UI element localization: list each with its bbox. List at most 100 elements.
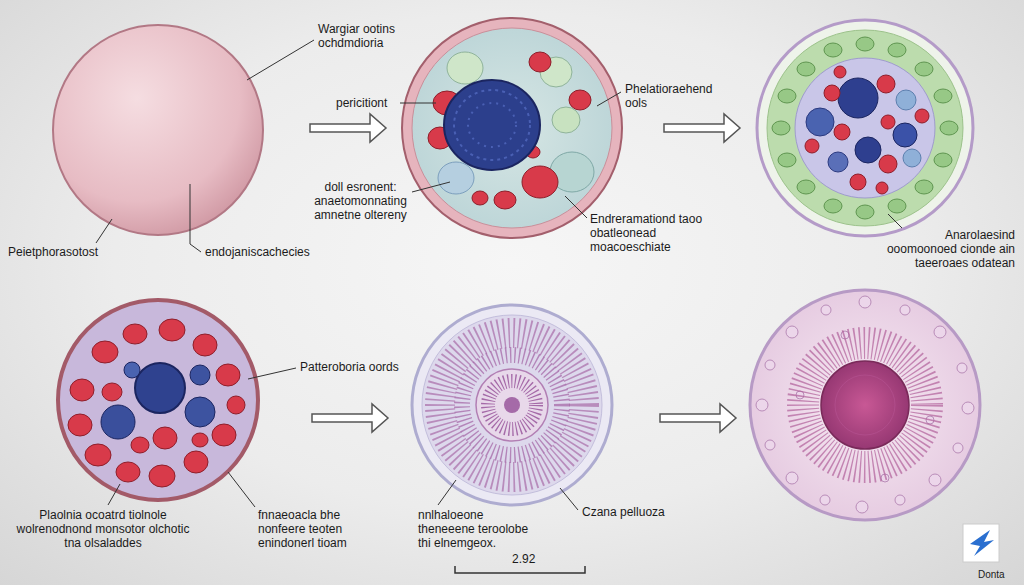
- cell-stage-one: [53, 25, 263, 235]
- cell-stage-three: [772, 121, 790, 135]
- cell-stage-six: [835, 375, 895, 435]
- cell-stage-three: [778, 153, 796, 167]
- cell-stage-four: [68, 414, 92, 436]
- part-label: doll esronent: anaetomonnating amnetne o…: [298, 180, 423, 222]
- cell-stage-five: [488, 381, 536, 429]
- leader-line: [400, 103, 436, 104]
- cell-stage-four: [85, 444, 111, 466]
- cell-stage-two: [438, 162, 474, 194]
- cell-stage-three: [828, 152, 848, 172]
- cell-stage-one: [53, 25, 263, 235]
- cell-stage-five: [412, 305, 612, 505]
- part-label: fnnaeoacla bhe nonfeere teoten enindoner…: [258, 508, 358, 550]
- cell-stage-two: [494, 191, 516, 209]
- cell-stage-six: [821, 361, 909, 449]
- cell-stage-four: [159, 319, 185, 341]
- part-label: pericitiont: [336, 96, 387, 110]
- cell-stage-three: [805, 139, 819, 153]
- cell-stage-five: [412, 305, 612, 505]
- cell-stage-six: [953, 443, 963, 453]
- leader-line: [438, 480, 456, 505]
- cell-stage-six: [962, 402, 974, 414]
- cell-stage-four: [185, 397, 215, 427]
- cell-stage-three: [881, 115, 895, 129]
- cell-stage-two: [402, 18, 622, 238]
- scale-bar: [455, 566, 585, 573]
- stage-arrow: [310, 114, 740, 432]
- cell-stage-six: [856, 501, 868, 513]
- leader-line: [228, 472, 255, 507]
- cell-stage-two: [552, 107, 580, 133]
- leader-line: [190, 184, 201, 252]
- part-label: Wargiar ootins ochdmdioria: [318, 22, 418, 50]
- cell-stage-four: [212, 424, 236, 446]
- cell-stage-three: [915, 180, 933, 194]
- cell-stage-four: [192, 433, 208, 447]
- leader-line: [96, 40, 902, 510]
- cell-stage-two: [522, 166, 558, 198]
- leader-line: [96, 219, 112, 243]
- cell-stage-four: [123, 324, 147, 344]
- stage-arrow: [664, 114, 740, 142]
- cell-stage-six: [820, 495, 830, 505]
- cell-stage-three: [915, 62, 933, 76]
- cell-stage-six: [786, 326, 798, 338]
- part-label: endojaniscachecies: [205, 245, 310, 259]
- leader-line: [565, 196, 587, 218]
- cell-stage-six: [765, 440, 775, 450]
- stage-arrow: [312, 404, 388, 432]
- leader-line: [248, 368, 296, 379]
- cell-stage-three: [767, 30, 963, 226]
- cell-stage-three: [834, 66, 846, 78]
- leader-line: [888, 214, 902, 228]
- cell-stage-six: [957, 363, 967, 373]
- cell-stage-four: [92, 341, 118, 363]
- cell-stage-three: [877, 75, 895, 93]
- cell-stage-three: [757, 20, 973, 236]
- cell-stage-three: [838, 78, 878, 118]
- cell-stage-six: [929, 474, 941, 486]
- cell-stage-six: [750, 290, 980, 520]
- cell-stage-three: [757, 20, 973, 236]
- cell-stage-two: [454, 90, 530, 160]
- logo-mark: [963, 524, 999, 562]
- cell-stage-two: [402, 18, 622, 238]
- cell-stage-four: [216, 364, 240, 386]
- cell-stage-six: [821, 305, 831, 315]
- scale-value: 2.92: [512, 552, 535, 566]
- part-label: nnlhaloeone theneeene teroolobe thi elne…: [418, 508, 543, 550]
- part-label: Anarolaesind ooomoonoed cionde ain taeer…: [885, 228, 1015, 270]
- cell-stage-three: [934, 89, 952, 103]
- cell-stage-two: [468, 103, 516, 147]
- cell-stage-six: [750, 290, 980, 520]
- cell-stage-two: [412, 28, 612, 228]
- cell-stage-four: [190, 365, 210, 385]
- cell-stage-four: [135, 363, 185, 413]
- cell-stage-four: [124, 362, 140, 378]
- cell-stage-three: [824, 85, 840, 101]
- cell-stage-four: [102, 383, 122, 401]
- cell-stage-three: [834, 124, 850, 140]
- cell-stage-four: [184, 451, 208, 473]
- cell-stage-two: [472, 191, 488, 205]
- cell-stage-six: [859, 296, 871, 308]
- cell-stage-six: [803, 343, 927, 467]
- cell-stage-four: [101, 405, 135, 439]
- cell-stage-three: [797, 62, 815, 76]
- cell-stage-four: [227, 396, 245, 414]
- cell-stage-three: [778, 89, 796, 103]
- part-label: Phelatioraehend ools: [625, 82, 735, 110]
- watermark: Donta: [978, 568, 1005, 582]
- logo-mark: [963, 524, 999, 562]
- cell-stage-three: [888, 43, 906, 57]
- cell-stage-five: [440, 333, 584, 477]
- cell-stage-two: [447, 52, 483, 84]
- cell-stage-three: [806, 108, 834, 136]
- cell-stage-four: [58, 300, 258, 500]
- scale-bar: [455, 566, 585, 573]
- stage-arrow: [310, 114, 386, 142]
- cell-stage-three: [772, 37, 958, 219]
- cell-stage-five: [462, 355, 562, 455]
- cell-stage-three: [850, 174, 866, 190]
